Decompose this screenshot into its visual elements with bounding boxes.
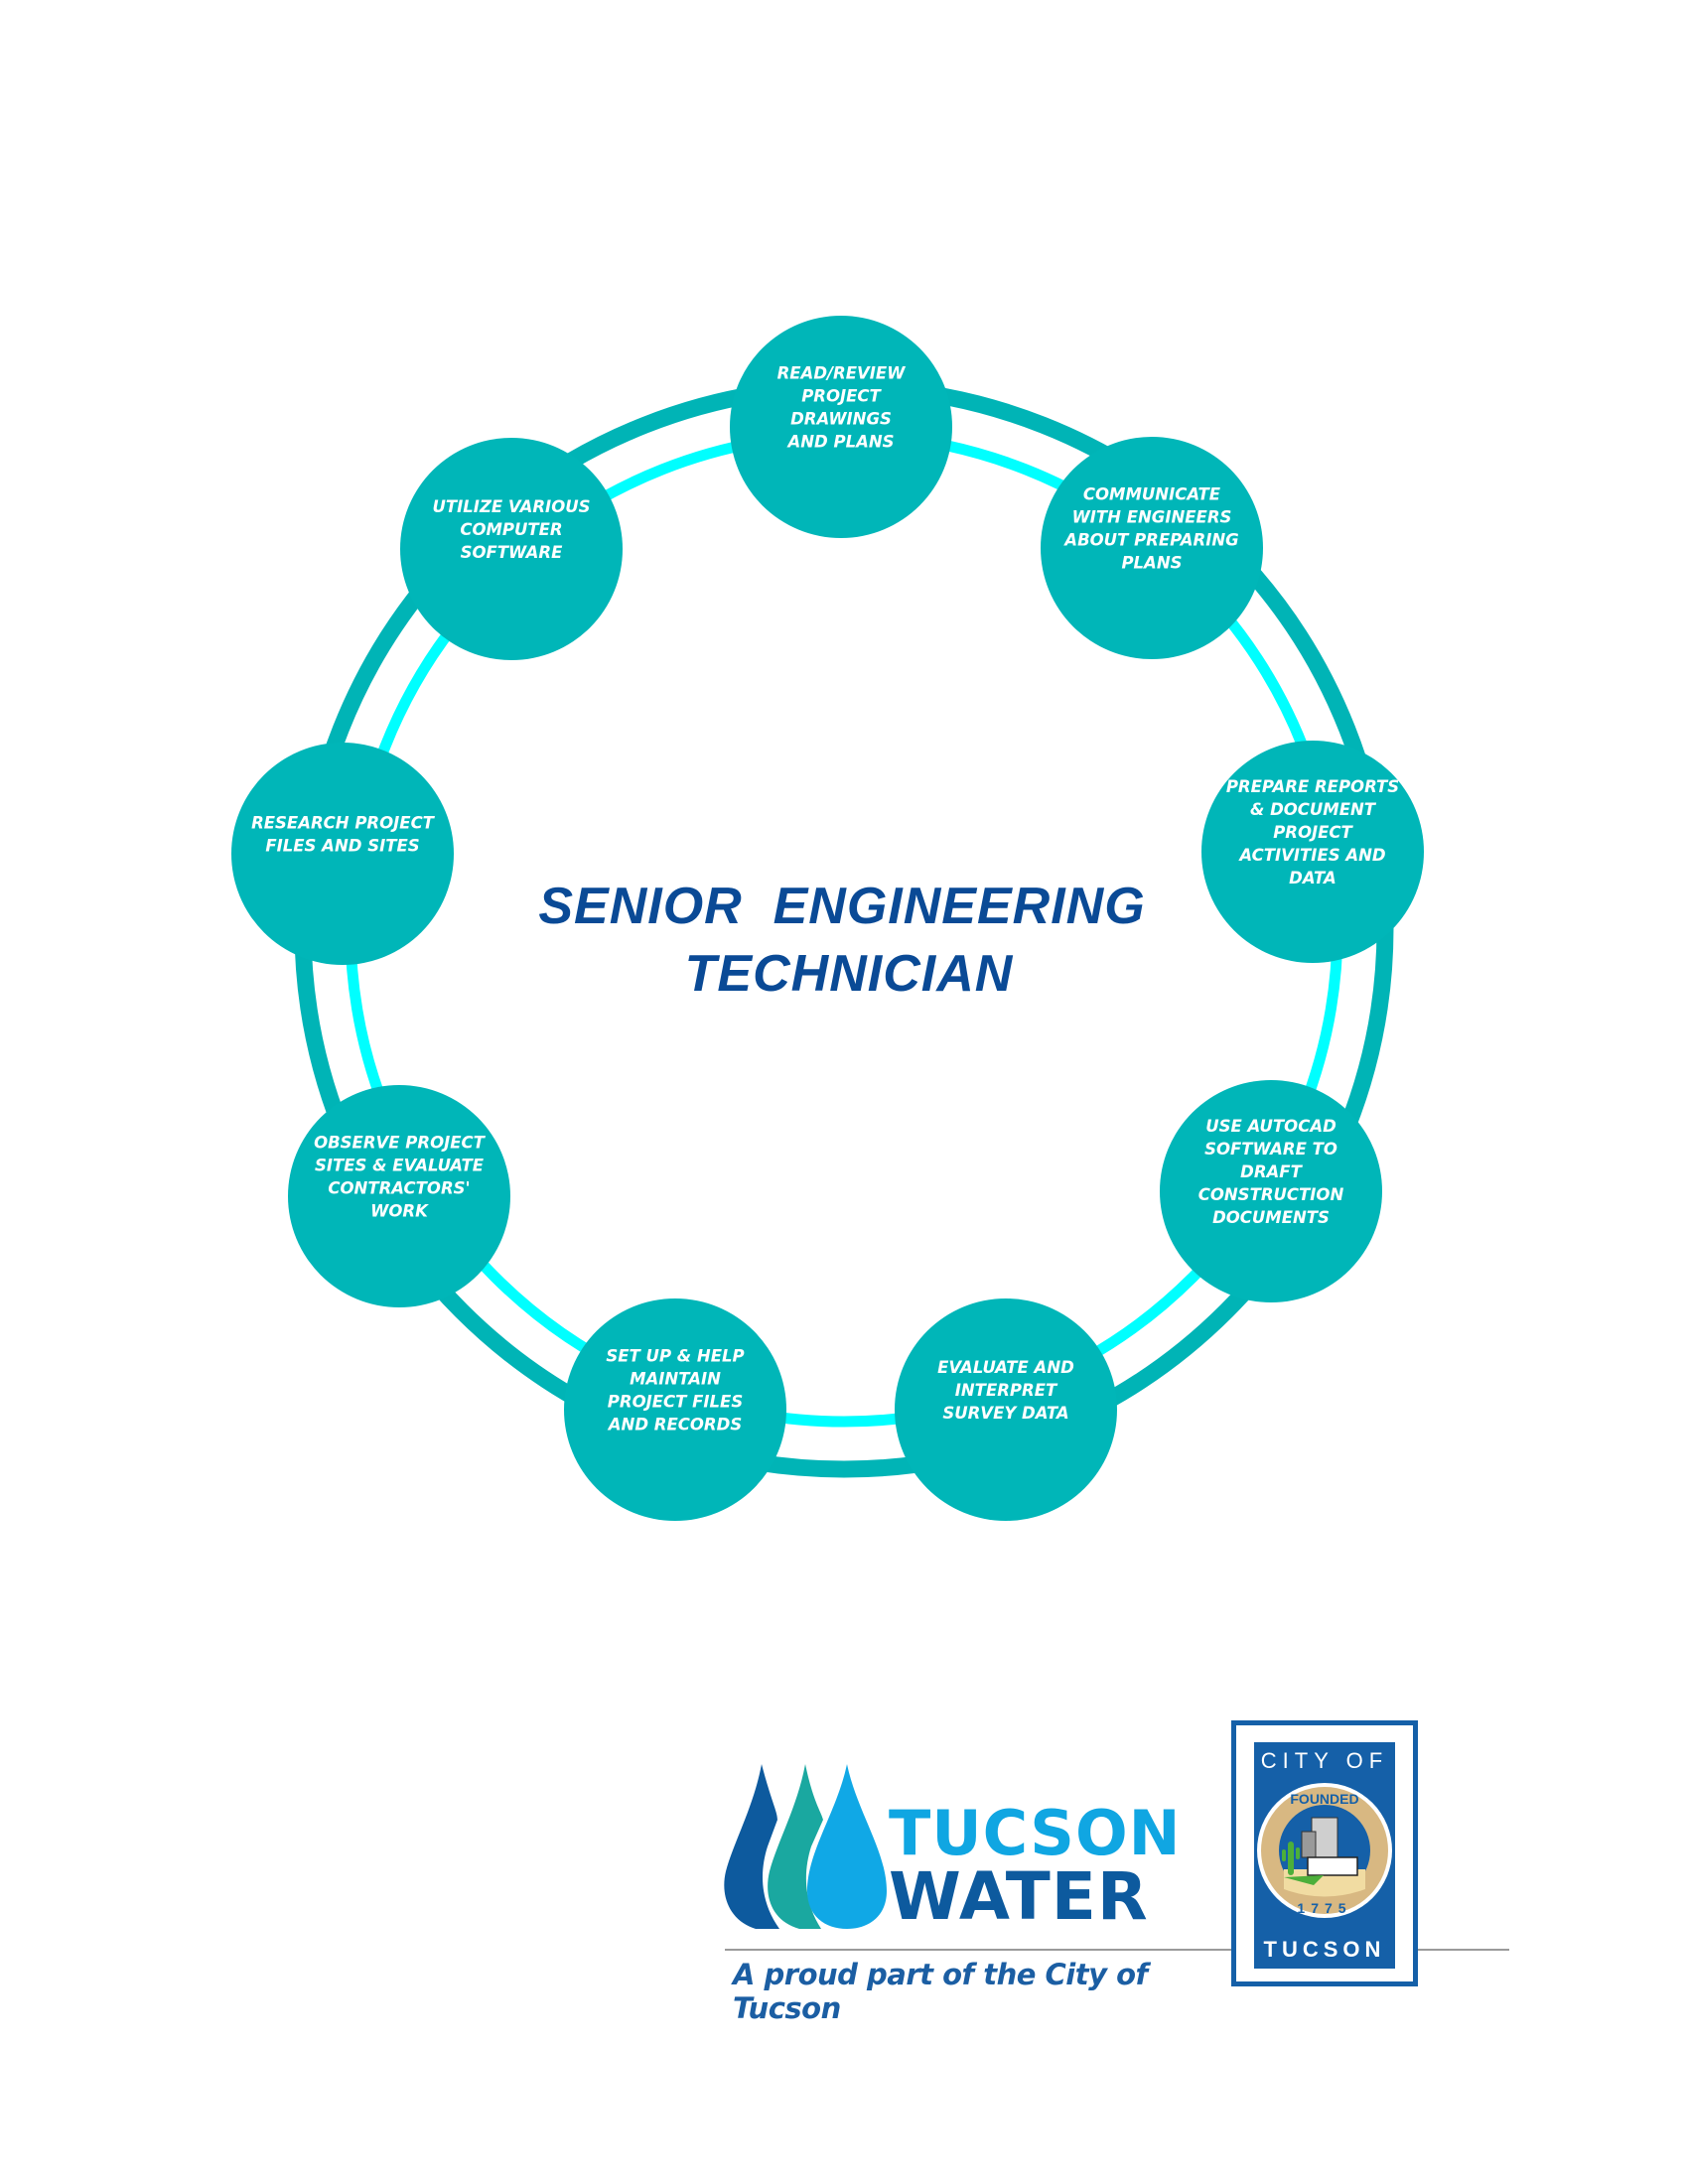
node-label-line: MAINTAIN (630, 1370, 721, 1389)
tagline: A proud part of the City of Tucson (733, 1958, 1148, 2025)
node-label-line: INTERPRET (955, 1381, 1058, 1400)
city-of-tucson-seal: CITY OF FOUNDED 1775 TUCSON (1231, 1720, 1418, 1986)
duty-node-communicate: COMMUNICATE WITH ENGINEERS ABOUT PREPARING… (1041, 437, 1263, 659)
seal-top-text: CITY OF (1260, 1748, 1389, 1773)
duty-node-evaluate-survey: EVALUATE AND INTERPRET SURVEY DATA (895, 1298, 1117, 1521)
diagram-title-line2: TECHNICIAN (685, 945, 1014, 1003)
node-label-line: DRAWINGS (790, 410, 892, 429)
logo-divider-line (725, 1949, 1460, 1951)
node-label-line: DATA (1289, 869, 1336, 887)
node-label-line: READ/REVIEW (777, 364, 907, 383)
duty-node-prepare-reports: PREPARE REPORTS & DOCUMENT PROJECT ACTIVITI… (1201, 741, 1424, 963)
tucson-water-logo: TUCSON WATER A proud part of the City of… (655, 1688, 1460, 2025)
node-label-line: PROJECT (801, 387, 882, 406)
node-label-line: UTILIZE VARIOUS (433, 497, 591, 516)
node-label-line: AND RECORDS (607, 1416, 742, 1434)
node-circle (400, 438, 623, 660)
node-label-line: AND PLANS (785, 433, 894, 452)
duty-nodes: READ/REVIEW PROJECT DRAWINGS AND PLANS COMMU… (231, 316, 1424, 1521)
duty-node-research-files: RESEARCH PROJECT FILES AND SITES (231, 743, 454, 965)
tucson-word: TUCSON (889, 1797, 1182, 1869)
duty-node-setup-files: SET UP & HELP MAINTAIN PROJECT FILES AND RE… (564, 1298, 786, 1521)
node-circle (1201, 741, 1424, 963)
seal-divider-line (1418, 1949, 1509, 1951)
node-label-line: PROJECT FILES (608, 1393, 743, 1412)
node-circle (1041, 437, 1263, 659)
node-label-line: ABOUT PREPARING (1062, 531, 1238, 550)
node-label-line: & DOCUMENT (1250, 800, 1377, 819)
node-label-line: EVALUATE AND (937, 1358, 1074, 1377)
job-duties-cycle-diagram: READ/REVIEW PROJECT DRAWINGS AND PLANS COMMU… (231, 316, 1424, 1521)
node-label-line: PROJECT (1273, 823, 1353, 842)
node-label-line: WITH ENGINEERS (1072, 508, 1232, 527)
svg-text:1775: 1775 (1297, 1900, 1351, 1916)
duty-node-observe-sites: OBSERVE PROJECT SITES & EVALUATE CONTRACTO… (288, 1085, 510, 1307)
seal-emblem-icon: FOUNDED 1775 (1257, 1783, 1392, 1918)
node-label-line: SET UP & HELP (606, 1347, 744, 1366)
svg-text:FOUNDED: FOUNDED (1290, 1791, 1358, 1807)
node-label-line: SITES & EVALUATE (315, 1157, 485, 1175)
node-circle (288, 1085, 510, 1307)
node-label-line: PLANS (1121, 554, 1182, 573)
node-label-line: WORK (370, 1202, 429, 1221)
node-circle (895, 1298, 1117, 1521)
node-circle (730, 316, 952, 538)
node-label-line: DRAFT (1240, 1162, 1303, 1181)
seal-bottom-text: TUCSON (1263, 1937, 1386, 1962)
duty-node-utilize-software: UTILIZE VARIOUS COMPUTER SOFTWARE (400, 438, 623, 660)
node-label-line: OBSERVE PROJECT (314, 1134, 487, 1153)
duty-node-use-autocad: USE AUTOCAD SOFTWARE TO DRAFT CONSTRUCTION D… (1160, 1080, 1382, 1302)
node-circle (564, 1298, 786, 1521)
node-circle (231, 743, 454, 965)
node-label-line: DOCUMENTS (1212, 1208, 1330, 1227)
node-label-line: FILES AND SITES (265, 837, 419, 856)
water-drops-icon (724, 1764, 887, 1929)
node-label-line: SURVEY DATA (942, 1404, 1068, 1423)
node-label-line: PREPARE REPORTS (1226, 777, 1399, 796)
node-label-line: COMPUTER (460, 520, 562, 539)
duty-node-read-review: READ/REVIEW PROJECT DRAWINGS AND PLANS (730, 316, 952, 538)
node-label-line: COMMUNICATE (1083, 485, 1221, 504)
node-label-line: SOFTWARE (461, 543, 564, 562)
water-word: WATER (889, 1858, 1149, 1935)
node-label-line: ACTIVITIES AND (1237, 846, 1385, 865)
node-label-line: RESEARCH PROJECT (251, 814, 436, 833)
node-label-line: SOFTWARE TO (1204, 1140, 1337, 1159)
node-circle (1160, 1080, 1382, 1302)
diagram-title-line1: SENIOR ENGINEERING (538, 878, 1145, 935)
node-label-line: CONTRACTORS' (328, 1179, 470, 1198)
node-label-line: USE AUTOCAD (1205, 1117, 1336, 1136)
node-label-line: CONSTRUCTION (1198, 1185, 1344, 1204)
footer-logos: TUCSON WATER A proud part of the City of… (655, 1688, 1509, 2025)
